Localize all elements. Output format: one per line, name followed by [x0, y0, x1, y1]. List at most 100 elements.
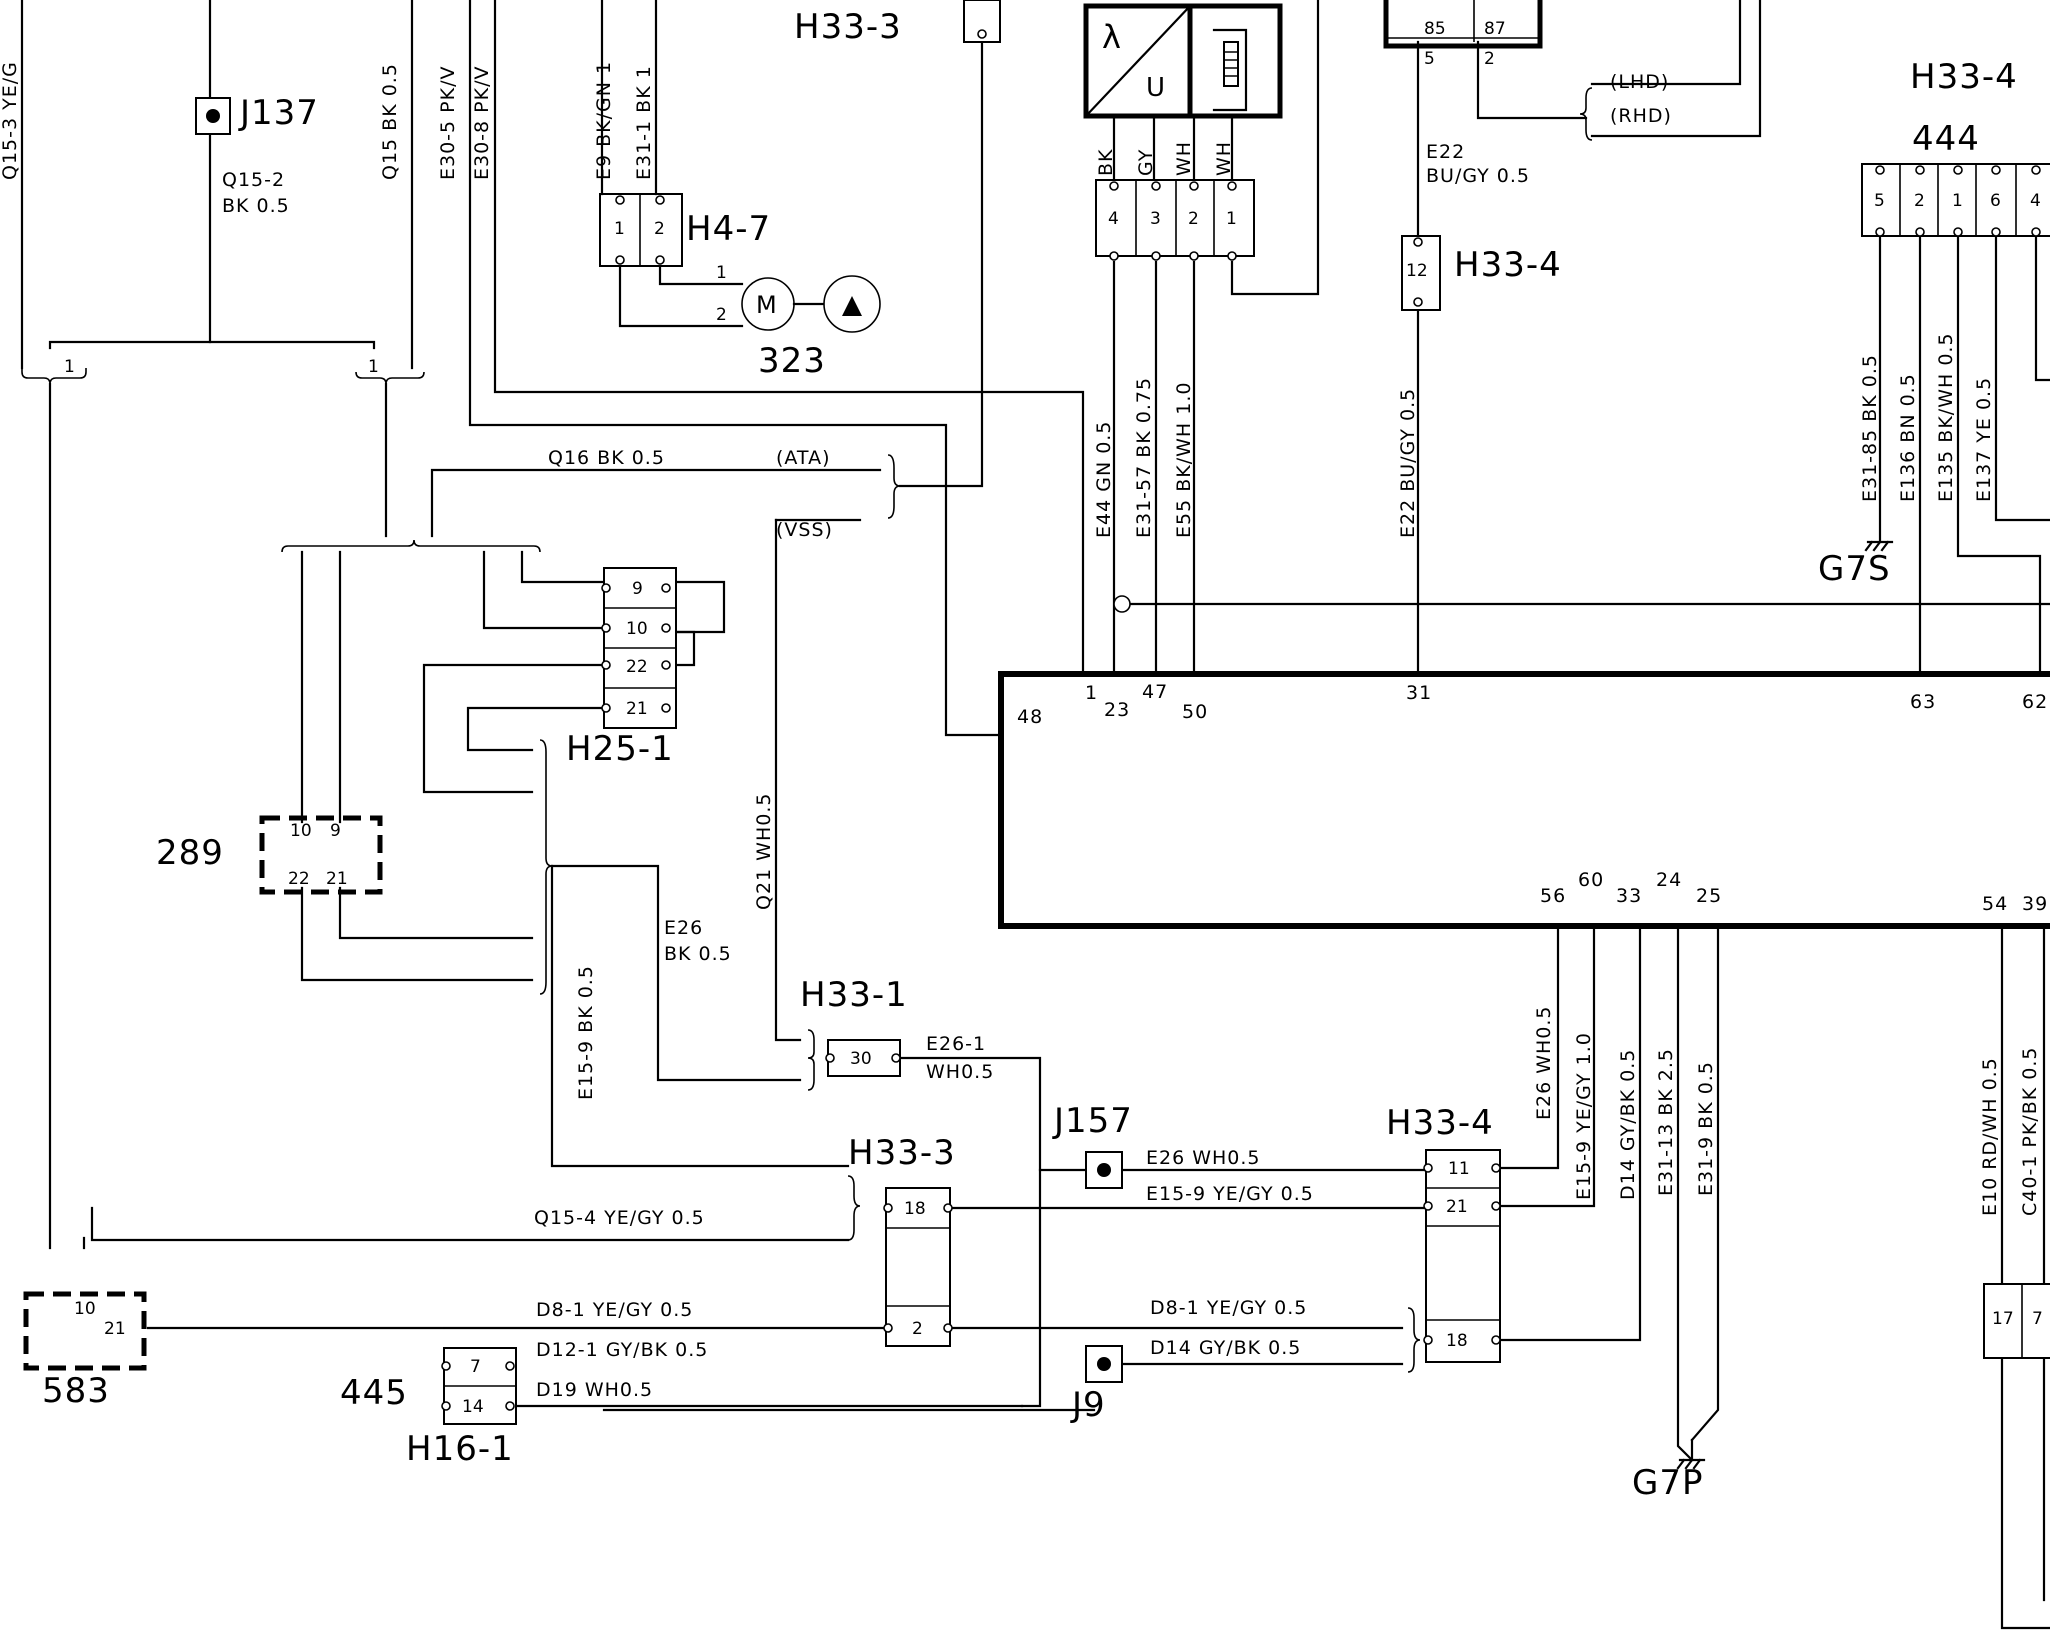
- h33-3-mid-label: H33-3: [848, 1133, 956, 1173]
- diagram-label: E9 BK/GN 1: [593, 61, 615, 180]
- h33-1-label: H33-1: [800, 975, 908, 1015]
- c445-label: 445: [340, 1373, 408, 1413]
- j157-splice: [1085, 1151, 1123, 1189]
- fuel-pump-motor: M 1 2: [716, 263, 881, 333]
- diagram-label: 1: [1226, 209, 1237, 229]
- diagram-label: 4: [1108, 209, 1119, 229]
- diagram-label: D12-1 GY/BK 0.5: [536, 1339, 708, 1361]
- diagram-label: 4: [2030, 191, 2041, 211]
- diagram-label: E26: [664, 917, 703, 939]
- diagram-label: D8-1 YE/GY 0.5: [536, 1299, 693, 1321]
- diagram-label: 10: [290, 821, 312, 841]
- diagram-label: E31-57 BK 0.75: [1133, 377, 1155, 538]
- diagram-label: 6: [1990, 191, 2001, 211]
- diagram-label: (RHD): [1610, 105, 1672, 127]
- diagram-label: (LHD): [1610, 71, 1669, 93]
- diagram-label: 21: [626, 699, 648, 719]
- j9-label: J9: [1070, 1385, 1106, 1425]
- diagram-label: 5: [1424, 49, 1435, 69]
- diagram-label: E22: [1426, 141, 1465, 163]
- diagram-label: 18: [1446, 1331, 1468, 1351]
- ecu-pin-63: 63: [1910, 691, 1936, 713]
- diagram-label: D8-1 YE/GY 0.5: [1150, 1297, 1307, 1319]
- diagram-label: 1: [64, 357, 75, 377]
- diagram-label: GY: [1135, 149, 1157, 176]
- ecu-control-module: [998, 671, 2050, 929]
- component-289: 10 9 22 21: [259, 815, 383, 895]
- diagram-label: E31-85 BK 0.5: [1859, 354, 1881, 502]
- diagram-label: 1: [1952, 191, 1963, 211]
- diagram-label: 30: [850, 1049, 872, 1069]
- h33-3-top-label: H33-3: [794, 7, 902, 47]
- diagram-label: E44 GN 0.5: [1093, 421, 1115, 538]
- motor-symbol: M: [756, 291, 777, 319]
- diagram-label: 21: [104, 1319, 126, 1339]
- h25-1-connector: 9 10 22 21: [601, 567, 677, 729]
- c583-label: 583: [42, 1371, 110, 1411]
- diagram-label: 2: [1484, 49, 1495, 69]
- wires: [20, 0, 2050, 1630]
- diagram-label: D14 GY/BK 0.5: [1617, 1049, 1639, 1200]
- diagram-label: 3: [1150, 209, 1161, 229]
- ecu-pin-50: 50: [1182, 701, 1208, 723]
- diagram-label: 14: [462, 1397, 484, 1417]
- ecu-pin-56: 56: [1540, 885, 1566, 907]
- diagram-label: BK 0.5: [664, 943, 732, 965]
- wire-labels-vertical: Q15-3 YE/G Q15 BK 0.5 E30-5 PK/V E30-8 P…: [0, 61, 2041, 1216]
- diagram-label: E31-9 BK 0.5: [1695, 1061, 1717, 1196]
- diagram-label: Q15 BK 0.5: [379, 63, 401, 180]
- oxygen-sensor: λ U: [1083, 3, 1283, 182]
- relay-top: 85 87 5 2 (LHD) (RHD): [1383, 0, 1672, 127]
- h33-3-connector: 18 2: [883, 1187, 953, 1347]
- diagram-label: 2: [1914, 191, 1925, 211]
- diagram-label: E55 BK/WH 1.0: [1173, 382, 1195, 538]
- diagram-label: 9: [330, 821, 341, 841]
- j157-label: J157: [1052, 1101, 1133, 1141]
- j137-label: J137: [238, 93, 319, 133]
- wire-labels-horizontal: Q15-2 BK 0.5 E22 BU/GY 0.5 Q16 BK 0.5 (A…: [222, 141, 1529, 1401]
- ecu-pin-23: 23: [1104, 699, 1130, 721]
- diagram-label: 2: [654, 219, 665, 239]
- diagram-label: E15-9 YE/GY 0.5: [1146, 1183, 1314, 1205]
- h33-4-top-label: H33-4: [1454, 245, 1562, 285]
- diagram-label: 22: [288, 869, 310, 889]
- h33-4-topright-label: H33-4: [1910, 57, 2018, 97]
- diagram-label: D19 WH0.5: [536, 1379, 653, 1401]
- diagram-label: WH0.5: [926, 1061, 994, 1083]
- connector-bottom-right: 17 7: [1983, 1283, 2050, 1359]
- diagram-label: 9: [632, 579, 643, 599]
- ecu-pin-labels: 48 1 23 47 50 31 63 62 56 60 33 24 25 54…: [1017, 681, 2047, 915]
- diagram-label: Q16 BK 0.5: [548, 447, 665, 469]
- diagram-label: Q15-3 YE/G: [0, 61, 21, 180]
- ecu-pin-24: 24: [1656, 869, 1682, 891]
- ecu-pin-47: 47: [1142, 681, 1168, 703]
- diagram-label: BK: [1095, 149, 1117, 177]
- ecu-pin-48: 48: [1017, 706, 1043, 728]
- u-symbol: U: [1146, 73, 1165, 103]
- h33-1-connector: 30: [825, 1039, 901, 1077]
- diagram-label: 2: [716, 305, 727, 325]
- splice-point: [1113, 595, 1131, 613]
- diagram-label: E137 YE 0.5: [1973, 377, 1995, 502]
- component-583: 10 21: [23, 1291, 147, 1371]
- diagram-label: 22: [626, 657, 648, 677]
- diagram-label: Q15-4 YE/GY 0.5: [534, 1207, 705, 1229]
- diagram-label: 7: [470, 1357, 481, 1377]
- diagram-label: 1: [614, 219, 625, 239]
- h16-1-connector: 7 14: [441, 1347, 517, 1425]
- h33-4-mid-label: H33-4: [1386, 1103, 1494, 1143]
- diagram-label: E22 BU/GY 0.5: [1397, 388, 1419, 538]
- diagram-label: Q21 WH0.5: [753, 793, 775, 910]
- diagram-label: E10 RD/WH 0.5: [1979, 1057, 2001, 1216]
- diagram-label: E31-13 BK 2.5: [1655, 1048, 1677, 1196]
- m323-label: 323: [758, 341, 826, 381]
- ecu-pin-1: 1: [1085, 682, 1098, 704]
- h25-1-label: H25-1: [566, 729, 674, 769]
- diagram-label: WH: [1213, 141, 1235, 176]
- diagram-label: E30-5 PK/V: [437, 66, 459, 180]
- h33-3-top-connector: [963, 0, 1001, 43]
- component-labels: J137 H4-7 323 H33-3 H33-4 H33-4 444 G7S …: [42, 7, 2018, 1503]
- c289-label: 289: [156, 833, 224, 873]
- diagram-label: 85: [1424, 19, 1446, 39]
- g7p-label: G7P: [1632, 1463, 1703, 1503]
